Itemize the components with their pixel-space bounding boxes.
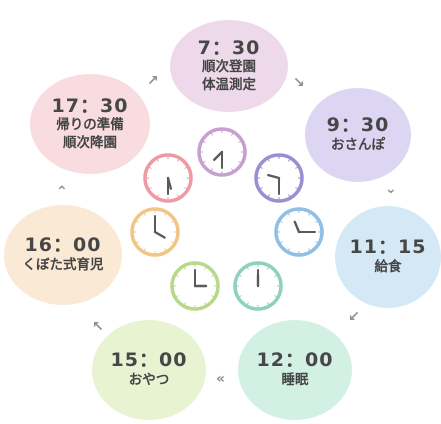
clock-icon [143,153,193,203]
schedule-bubble-1200: 12：00 睡眠 [238,320,352,420]
flow-arrow-icon: ↘ [293,75,305,91]
schedule-bubble-1115: 11：15 給食 [335,206,441,308]
clock-icon [130,207,180,257]
schedule-time: 12：00 [256,349,334,372]
clock-hour-hand [213,150,224,161]
clock-icon [233,261,283,311]
schedule-activity: 睡眠 [281,372,309,389]
flow-arrow-icon: ↗ [147,73,159,89]
flow-arrow-icon: ↙ [348,309,360,325]
schedule-activity: 給食 [374,259,402,276]
clock-icon [170,261,220,311]
clock-hour-hand [267,173,281,180]
schedule-activity: 帰りの準備 [56,117,124,134]
schedule-activity: おやつ [128,372,170,389]
schedule-time: 15：00 [110,349,188,372]
schedule-bubble-1730: 17：30 帰りの準備 順次降園 [30,74,150,174]
flow-arrow-icon: ⌄ [385,181,397,197]
schedule-time: 9：30 [326,114,390,137]
schedule-bubble-0730: 7：30 順次登園 体温測定 [170,20,288,112]
clock-hour-hand [293,220,301,234]
schedule-time: 11：15 [349,236,427,259]
schedule-activity: くぼた式育児 [22,257,104,274]
flow-arrow-icon: ⌃ [56,184,68,200]
schedule-bubble-0930: 9：30 おさんぽ [305,88,411,182]
schedule-bubble-1500: 15：00 おやつ [92,320,206,420]
schedule-bubble-1600: 16：00 くぼた式育児 [4,205,122,305]
schedule-time: 17：30 [51,94,129,117]
clock-hour-hand [153,230,166,239]
flow-arrow-icon: ↖ [92,319,104,335]
clock-icon [254,153,304,203]
flow-arrow-icon: « [216,371,226,387]
clock-icon [197,127,247,177]
clock-icon [274,207,324,257]
schedule-activity: 体温測定 [202,76,256,93]
schedule-activity: おさんぽ [331,137,385,154]
schedule-activity: 順次降園 [63,134,117,151]
schedule-time: 7：30 [197,36,261,59]
schedule-time: 16：00 [24,234,102,257]
schedule-activity: 順次登園 [202,59,256,76]
